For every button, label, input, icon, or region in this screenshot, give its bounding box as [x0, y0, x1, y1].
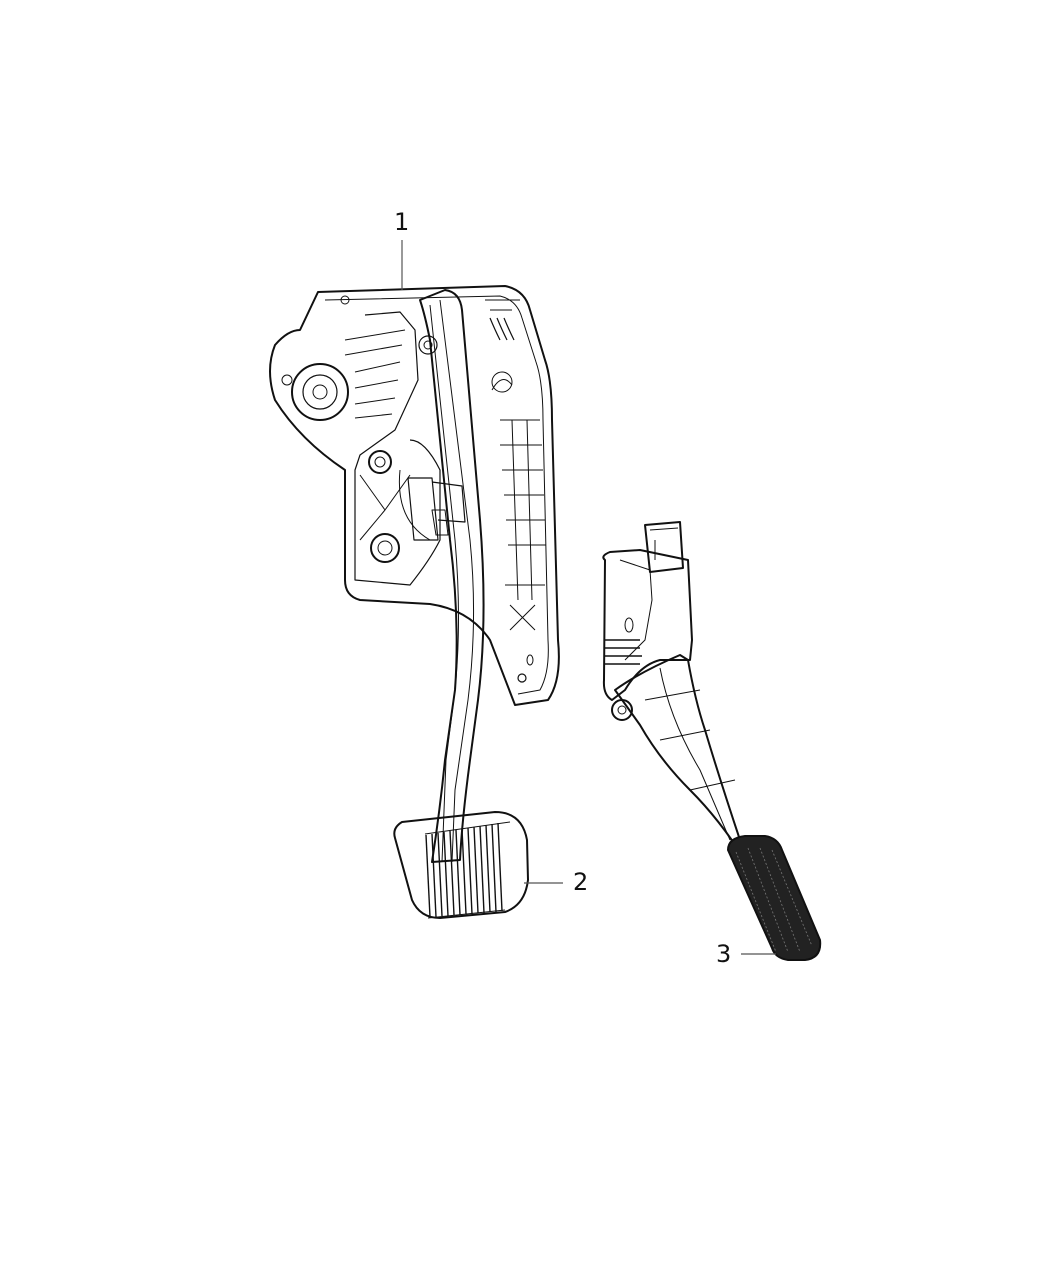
- brake-pedal-bracket: [269, 285, 560, 863]
- accelerator-pedal: [602, 521, 822, 961]
- callout-1: 1: [394, 208, 410, 236]
- leader-lines: [401, 240, 776, 955]
- callout-2: 2: [573, 868, 589, 896]
- brake-pedal-pad: [393, 811, 529, 919]
- callout-3: 3: [716, 940, 732, 968]
